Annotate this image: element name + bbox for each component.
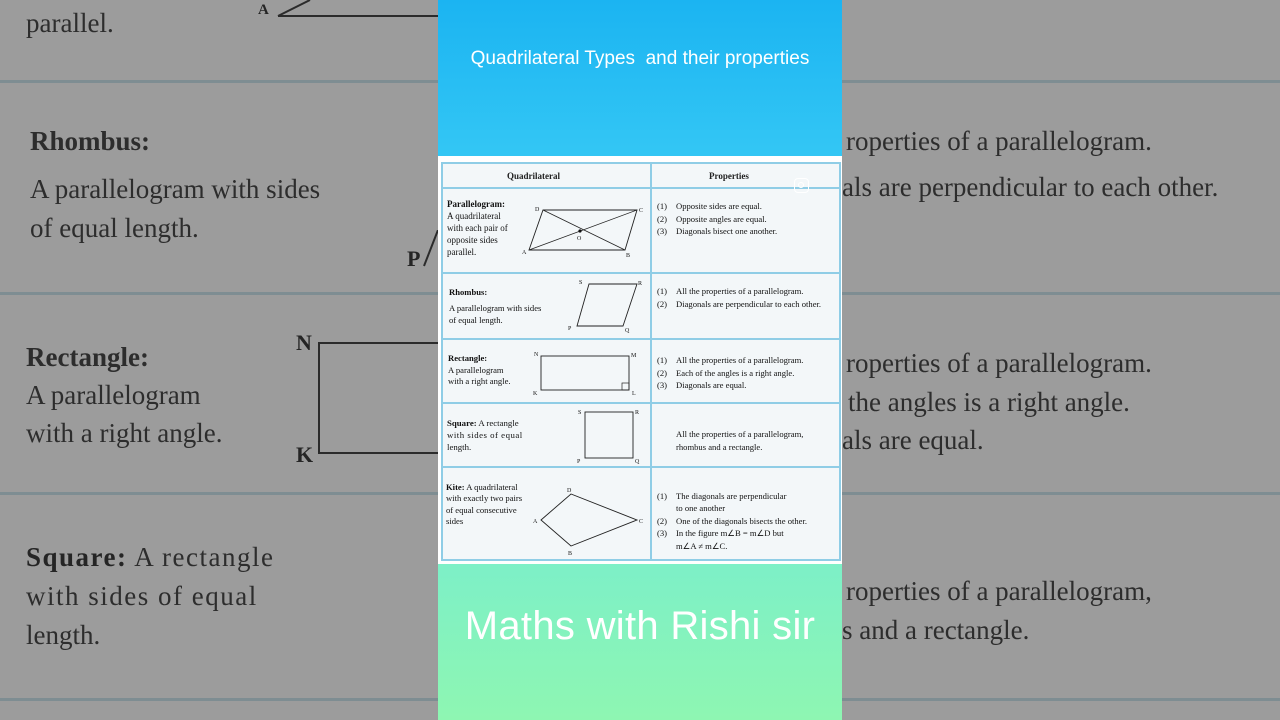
quadrilateral-table: Quadrilateral Properties Parallelogram: …	[441, 162, 841, 561]
vertex-label-a: A	[522, 250, 527, 256]
table-row-rhombus: Rhombus: A parallelogram with sides of e…	[449, 287, 542, 325]
background-text: parallel.	[26, 8, 114, 38]
instagram-icon	[794, 178, 809, 193]
vertex-label-n: N	[534, 352, 539, 358]
background-text: length.	[26, 620, 101, 650]
vertex-label-r: R	[635, 410, 639, 416]
vertex-label-l: L	[632, 391, 636, 396]
background-divider	[0, 698, 438, 701]
background-text: roperties of a parallelogram.	[846, 126, 1152, 156]
vertex-label-p: P	[568, 326, 572, 332]
vertex-label-b: B	[568, 551, 572, 557]
vertex-label-m: M	[631, 353, 637, 359]
background-text: the angles is a right angle.	[848, 387, 1130, 417]
background-divider	[842, 292, 1280, 295]
background-text: Square: A rectangle	[26, 542, 275, 572]
background-divider	[842, 492, 1280, 495]
rhombus-figure: S R P Q	[568, 280, 642, 334]
background-vertex-label: A	[258, 2, 269, 18]
footer-band	[438, 564, 842, 720]
vertex-label-r: R	[638, 281, 642, 287]
vertex-label-o: O	[577, 236, 582, 242]
row-divider	[443, 338, 839, 340]
table-row-parallelogram: Parallelogram: A quadrilateral with each…	[447, 199, 508, 257]
row-divider	[443, 402, 839, 404]
background-text: roperties of a parallelogram,	[846, 576, 1152, 606]
vertex-label-c: C	[639, 208, 643, 214]
video-title: Quadrilateral Types and their properties	[470, 48, 810, 69]
background-text: A parallelogram with sides	[30, 174, 321, 204]
table-row-square: Square: A rectangle with sides of equal …	[447, 418, 523, 452]
vertex-label-q: Q	[635, 459, 640, 464]
column-header-quadrilateral: Quadrilateral	[507, 171, 560, 181]
background-text: als are equal.	[842, 425, 984, 455]
kite-figure: D A C B	[533, 488, 643, 557]
vertex-label-d: D	[535, 207, 540, 213]
properties-kite: (1)The diagonals are perpendicular to on…	[657, 491, 808, 551]
background-left-panel: parallel. A Rhombus: A parallelogram wit…	[0, 0, 438, 720]
rectangle-figure: N M K L	[533, 352, 637, 396]
table-row-rectangle: Rectangle: A parallelogram with a right …	[448, 353, 511, 386]
background-vertex-label: P	[407, 246, 421, 271]
vertex-label-s: S	[578, 410, 581, 416]
vertex-label-a: A	[533, 519, 538, 525]
vertex-label-s: S	[579, 280, 582, 286]
header-band	[438, 0, 842, 160]
parallelogram-figure: D C A B O	[522, 207, 643, 258]
row-divider	[443, 272, 839, 274]
column-header-properties: Properties	[709, 171, 749, 181]
background-heading: Rectangle:	[26, 342, 149, 372]
background-divider	[0, 492, 438, 495]
vertex-label-k: K	[533, 391, 538, 396]
background-vertex-label: N	[296, 330, 312, 355]
vertex-label-p: P	[577, 459, 581, 464]
background-text: with sides of equal	[26, 581, 258, 611]
background-text: roperties of a parallelogram.	[846, 348, 1152, 378]
properties-rhombus: (1)All the properties of a parallelogram…	[657, 286, 822, 309]
background-right-panel: roperties of a parallelogram. als are pe…	[842, 0, 1280, 720]
row-divider	[443, 466, 839, 468]
background-divider	[842, 698, 1280, 701]
background-figure	[318, 342, 438, 454]
vertex-label-b: B	[626, 253, 630, 258]
vertex-label-d: D	[567, 488, 572, 494]
properties-rectangle: (1)All the properties of a parallelogram…	[657, 355, 804, 390]
square-figure: S R P Q	[577, 410, 640, 464]
background-figure	[277, 0, 438, 17]
background-divider	[842, 80, 1280, 83]
background-figure	[423, 230, 438, 267]
background-vertex-label: K	[296, 442, 314, 467]
background-text: with a right angle.	[26, 418, 223, 448]
background-divider	[0, 80, 438, 83]
background-text: of equal length.	[30, 213, 199, 243]
background-text: A parallelogram	[26, 380, 201, 410]
vertex-label-c: C	[639, 519, 643, 525]
vertex-label-q: Q	[625, 328, 630, 334]
background-divider	[0, 292, 438, 295]
row-divider	[443, 187, 839, 189]
table-row-kite: Kite: A quadrilateral with exactly two p…	[446, 482, 523, 526]
column-divider	[650, 164, 652, 559]
channel-name: Maths with Rishi sir	[464, 604, 816, 648]
background-heading: Rhombus:	[30, 126, 151, 156]
properties-square: All the properties of a parallelogram, r…	[676, 429, 804, 452]
background-text: als are perpendicular to each other.	[842, 172, 1219, 202]
background-text: s and a rectangle.	[842, 615, 1030, 645]
properties-parallelogram: (1)Opposite sides are equal. (2)Opposite…	[657, 201, 778, 236]
